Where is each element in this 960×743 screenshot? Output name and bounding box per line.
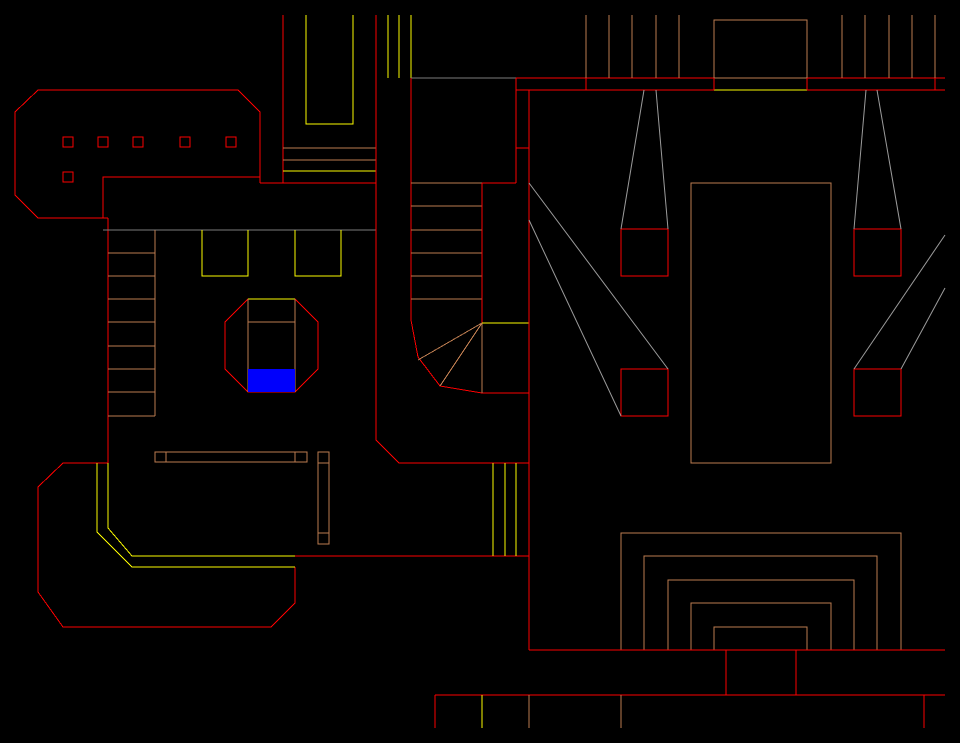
- east-hall: [528, 89, 946, 464]
- north-corridor: [260, 15, 516, 184]
- southwest-chamber: [37, 462, 529, 628]
- upper-left-chamber: [14, 89, 261, 219]
- central-room: [103, 78, 529, 545]
- southeast-pit: [529, 532, 945, 696]
- blue-key-pad-icon: [248, 369, 295, 392]
- spiral-stairs: [410, 77, 530, 394]
- bottom-corridor: [434, 694, 945, 728]
- northeast-ledge: [516, 15, 945, 91]
